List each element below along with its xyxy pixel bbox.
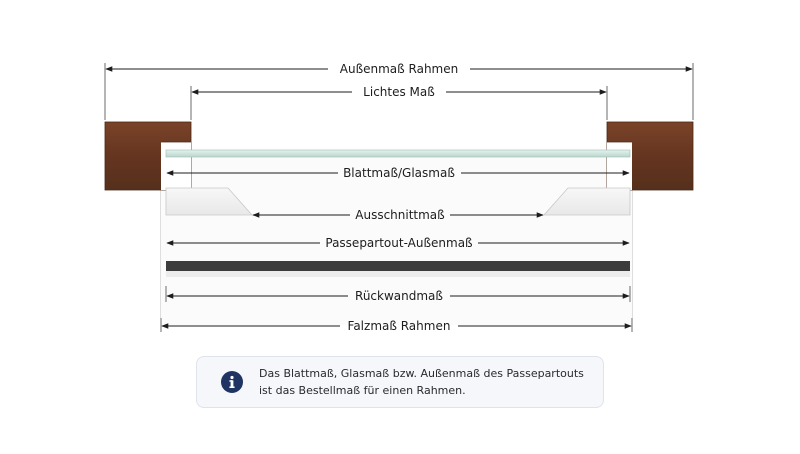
glass-pane — [165, 149, 631, 158]
frame-rebate-right — [607, 142, 632, 190]
info-line-1: Das Blattmaß, Glasmaß bzw. Außenmaß des … — [259, 367, 584, 380]
label-glass: Blattmaß/Glasmaß — [343, 166, 455, 180]
mat-left — [165, 187, 253, 216]
extension-lines — [104, 63, 694, 332]
info-note: Das Blattmaß, Glasmaß bzw. Außenmaß des … — [196, 356, 604, 408]
frame-rebate-left — [161, 142, 191, 190]
info-glyph — [229, 375, 235, 388]
label-outer-frame: Außenmaß Rahmen — [340, 62, 459, 76]
dimension-mat-outer: Passepartout-Außenmaß — [166, 236, 630, 250]
label-rebate: Falzmaß Rahmen — [348, 319, 451, 333]
dimension-outer-frame: Außenmaß Rahmen — [105, 62, 693, 76]
label-backboard: Rückwandmaß — [355, 289, 443, 303]
dimension-cutout: Ausschnittmaß — [252, 208, 544, 222]
backboard — [166, 261, 630, 271]
dimension-clear-opening: Lichtes Maß — [191, 85, 607, 99]
dimension-rebate: Falzmaß Rahmen — [161, 319, 632, 333]
info-line-2: ist das Bestellmaß für einen Rahmen. — [259, 384, 466, 397]
dimension-glass: Blattmaß/Glasmaß — [166, 166, 630, 180]
label-cutout: Ausschnittmaß — [355, 208, 445, 222]
info-icon — [221, 371, 243, 393]
label-mat-outer: Passepartout-Außenmaß — [325, 236, 473, 250]
label-clear-opening: Lichtes Maß — [363, 85, 435, 99]
dimension-backboard: Rückwandmaß — [166, 289, 630, 303]
mat-right — [543, 187, 631, 216]
info-text: Das Blattmaß, Glasmaß bzw. Außenmaß des … — [259, 365, 584, 399]
backboard-shadow — [166, 271, 630, 277]
